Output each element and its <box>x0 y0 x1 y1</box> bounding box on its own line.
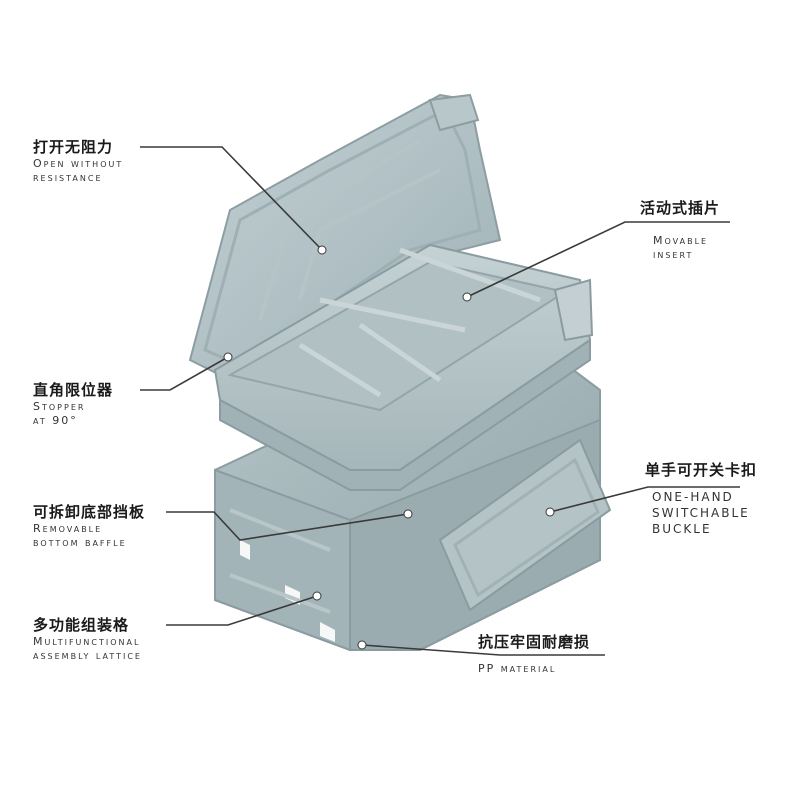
callout-subtitle: PP material <box>478 662 557 675</box>
callout-subtitle: ONE-HAND <box>652 490 734 504</box>
callout-subtitle: Movable <box>653 234 709 247</box>
callout-subtitle: Open without <box>33 157 124 170</box>
callout-subtitle: Stopper <box>33 400 86 413</box>
callout-subtitle: assembly lattice <box>33 649 142 662</box>
callout-baffle: 可拆卸底部挡板 Removable bottom baffle <box>33 502 145 550</box>
callout-title: 抗压牢固耐磨损 <box>478 633 591 651</box>
callout-subtitle: SWITCHABLE <box>652 506 750 520</box>
callout-subtitle: Multifunctional <box>33 635 141 648</box>
callout-subtitle: insert <box>653 248 694 261</box>
callout-material: 抗压牢固耐磨损 <box>478 632 590 652</box>
callout-material-en: PP material <box>478 662 556 676</box>
callout-movable-insert: 活动式插片 <box>640 198 720 218</box>
leader-lines <box>140 146 740 656</box>
callout-subtitle: Removable <box>33 522 103 535</box>
callout-buckle: 单手可开关卡扣 <box>645 460 757 480</box>
callout-movable-insert-en: Movable insert <box>653 234 708 262</box>
callout-subtitle: BUCKLE <box>652 522 712 536</box>
insert-tray <box>213 243 594 491</box>
callout-title: 活动式插片 <box>640 199 721 217</box>
callout-title: 可拆卸底部挡板 <box>33 503 146 521</box>
callout-title: 直角限位器 <box>33 381 114 399</box>
callout-lattice: 多功能组装格 Multifunctional assembly lattice <box>33 615 142 663</box>
lid <box>188 93 502 382</box>
callout-subtitle: at 90° <box>33 414 78 427</box>
callout-stopper: 直角限位器 Stopper at 90° <box>33 380 113 428</box>
callout-title: 多功能组装格 <box>33 616 130 634</box>
callout-buckle-en: ONE-HAND SWITCHABLE BUCKLE <box>652 489 750 537</box>
callout-title: 打开无阻力 <box>33 138 114 156</box>
leader-dots <box>223 245 555 650</box>
callout-title: 单手可开关卡扣 <box>645 461 758 479</box>
base-box <box>214 358 612 652</box>
callout-subtitle: bottom baffle <box>33 536 127 549</box>
callout-open-without-resistance: 打开无阻力 Open without resistance <box>33 137 123 185</box>
callout-subtitle: resistance <box>33 171 103 184</box>
